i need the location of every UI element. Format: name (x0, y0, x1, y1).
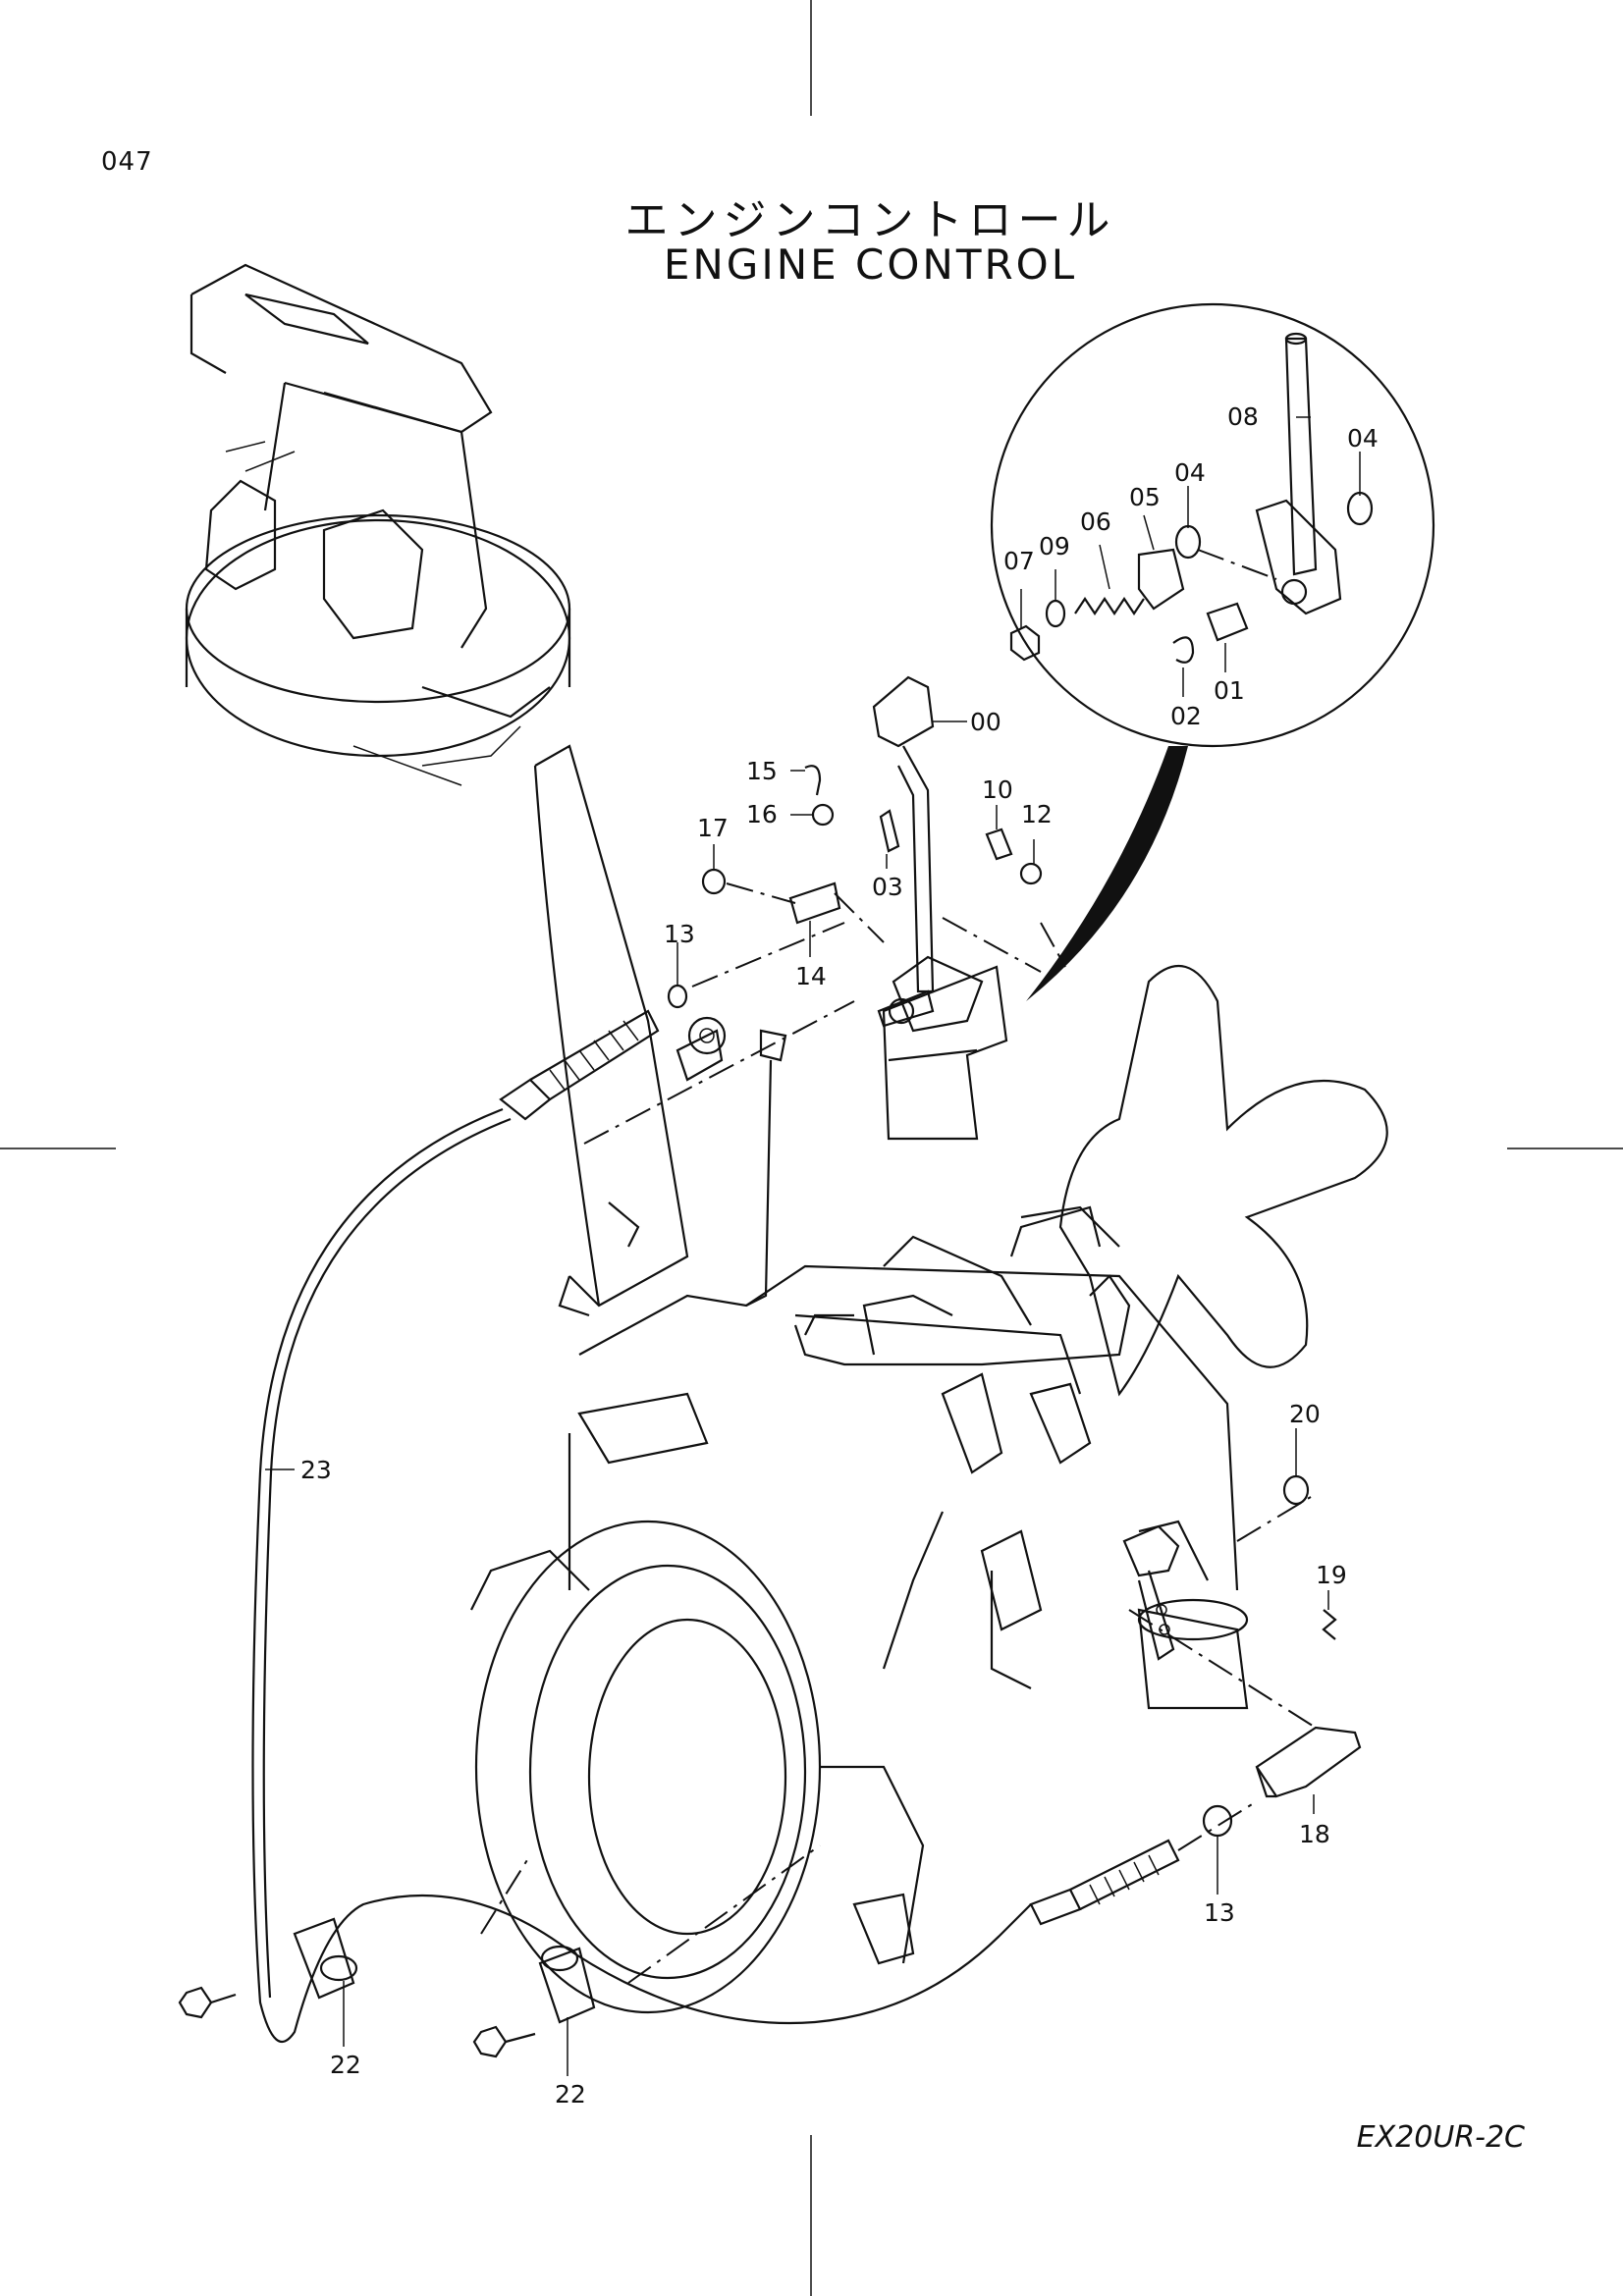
part-label: 23 (300, 1456, 332, 1484)
page-number: 047 (101, 147, 153, 177)
model-code: EX20UR-2C (1356, 2120, 1525, 2155)
title-japanese: エンジンコントロール (624, 195, 1116, 245)
part-label: 01 (1214, 676, 1245, 705)
injection-pipes (793, 1205, 1131, 1366)
part-label: 13 (664, 920, 695, 948)
part-label: 20 (1289, 1400, 1321, 1428)
cabin-illustration (185, 263, 571, 786)
part-label: 22 (330, 2051, 361, 2079)
pump-throttle-arm (1122, 1474, 1362, 1838)
part-label: 14 (795, 962, 827, 990)
part-label: 07 (1003, 547, 1035, 575)
part-label: 19 (1316, 1561, 1347, 1589)
part-label: 02 (1170, 702, 1202, 730)
part-label: 13 (1204, 1898, 1235, 1927)
part-label: 09 (1039, 532, 1070, 561)
engine-fan (1058, 965, 1388, 1397)
part-label: 18 (1299, 1820, 1330, 1848)
part-label: 17 (697, 814, 729, 842)
part-label: 10 (982, 775, 1013, 804)
cable-end-upper (499, 1009, 727, 1121)
mounting-plate (533, 744, 787, 1317)
part-label: 00 (970, 708, 1001, 736)
part-label: 12 (1021, 800, 1053, 828)
detail-circle (990, 302, 1435, 1001)
part-label: 04 (1174, 458, 1206, 487)
part-label: 04 (1347, 424, 1379, 453)
part-label: 03 (872, 873, 903, 901)
part-label: 06 (1080, 507, 1111, 536)
engine-block (470, 1205, 1249, 2014)
part-label: 22 (555, 2080, 586, 2109)
part-label: 08 (1227, 402, 1259, 431)
throttle-lever-assembly (583, 675, 1066, 1145)
part-label: 15 (746, 757, 778, 785)
leader-lines (265, 416, 1361, 2076)
part-label: 05 (1129, 483, 1161, 511)
part-label: 16 (746, 800, 778, 828)
control-cable (251, 1107, 1258, 2044)
title-english: ENGINE CONTROL (663, 240, 1078, 289)
part-labels: 00 01 02 03 04 04 05 06 07 08 09 10 12 1… (300, 402, 1379, 2109)
cable-clamps (178, 1917, 596, 2058)
